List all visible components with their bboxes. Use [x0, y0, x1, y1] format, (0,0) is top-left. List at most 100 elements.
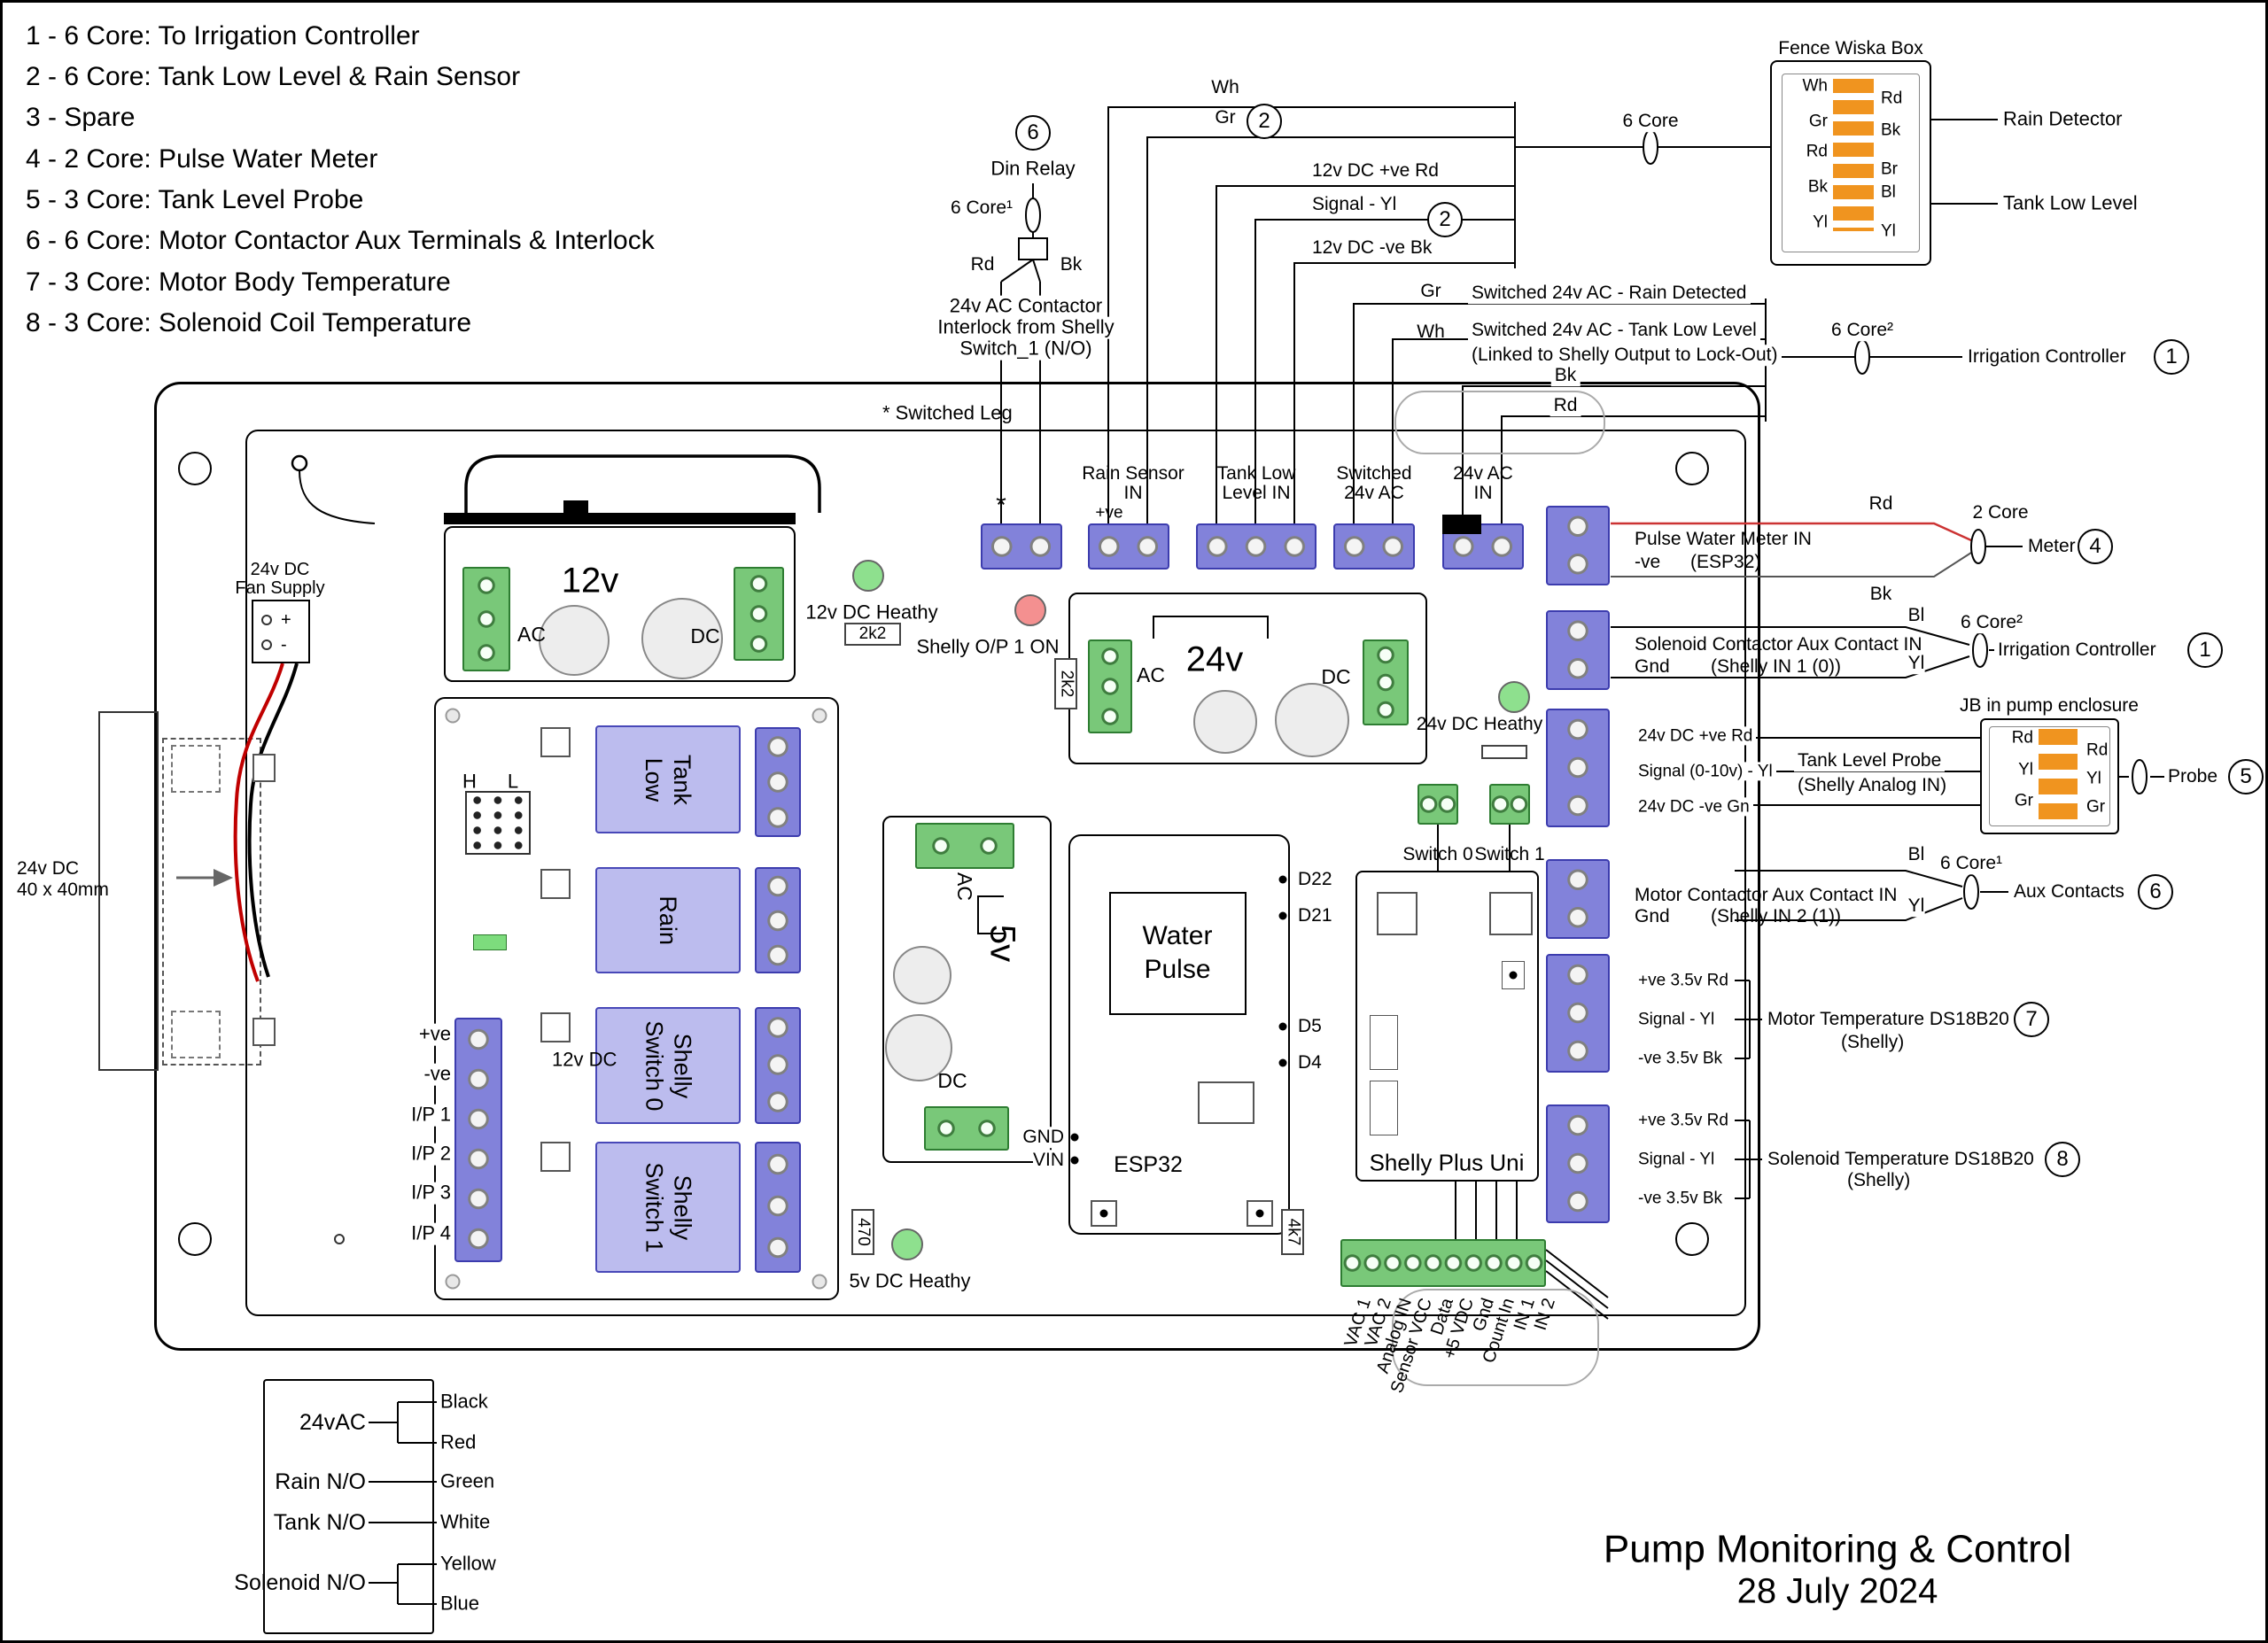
cable-ref-5: 5: [2228, 759, 2264, 794]
relay-label: Switch 0: [640, 1019, 667, 1112]
wire-label: Yl: [2086, 769, 2101, 788]
wire-label-rd: Rd: [1868, 493, 1893, 515]
led-12v-healthy: [852, 560, 884, 592]
mounting-hole: [1675, 452, 1709, 485]
board-screw: [812, 1274, 827, 1290]
cable-ref-1: 1: [2154, 339, 2189, 375]
probe-label: Probe: [2168, 766, 2218, 787]
switch0-label: Switch 0: [1402, 844, 1473, 865]
wire-label-gr: Gr: [1215, 107, 1236, 128]
wire-label: Rd: [1881, 89, 1903, 108]
input-label-ip2: I/P 2: [411, 1142, 451, 1166]
meter-label: Meter: [2028, 536, 2076, 557]
cable-grommet: [1392, 1289, 1599, 1386]
relay-terminals: [755, 867, 801, 973]
esp32-label: ESP32: [1114, 1152, 1183, 1177]
cable-label: 6 Core²: [1827, 320, 1898, 341]
header-h-label: H: [462, 770, 477, 793]
wire-label-bk: Bk: [1869, 584, 1892, 605]
terminal-tank-label: Tank Low: [1216, 463, 1296, 484]
wire-label-12v-neg: 12v DC -ve Bk: [1312, 237, 1433, 259]
pin-header: [465, 791, 531, 855]
wire-label: Bl: [1881, 182, 1896, 202]
input-label-pve: +ve: [418, 1022, 451, 1046]
wire-label-yl: Yl: [1907, 653, 1925, 674]
led-5v-healthy-label: 5v DC Heathy: [849, 1269, 971, 1292]
pulse-meter-label: Pulse Water Meter IN: [1635, 529, 1812, 550]
irrigation-controller-label: Irrigation Controller: [1968, 346, 2126, 368]
wire-label: Gr: [2086, 797, 2106, 817]
wire-label-wh: Wh: [1211, 77, 1239, 98]
relay-pad: [540, 727, 571, 757]
fan-duct: [98, 711, 159, 1071]
legend-line: 1 - 6 Core: To Irrigation Controller: [26, 21, 420, 51]
relay-label: Switch 1: [640, 1161, 667, 1253]
switch1-terminals: [1489, 784, 1530, 825]
legend-rain-no: Rain N/O: [275, 1469, 366, 1494]
relay-label: Shelly: [669, 1174, 696, 1240]
psu5-bracket: [977, 895, 1004, 934]
legend-line: 3 - Spare: [26, 103, 136, 133]
terminal-switched-label: Switched: [1336, 463, 1412, 484]
led-5v-healthy: [891, 1228, 923, 1260]
led-shelly-output: [1014, 594, 1046, 626]
tank-probe-sub: (Shelly Analog IN): [1794, 775, 1951, 796]
psu24-label: 24v: [1185, 639, 1244, 679]
fan-cutout: [171, 1011, 221, 1058]
din-rail: [444, 513, 796, 524]
wire-label: Br: [1881, 159, 1898, 179]
shelly-pad: [1377, 892, 1418, 935]
din-rail-clip: [563, 500, 588, 513]
jb-title: JB in pump enclosure: [1960, 695, 2139, 717]
terminal-tank-probe: [1546, 709, 1610, 827]
io-terminal-strip: [1340, 1239, 1546, 1287]
water-pulse-label: Water: [1142, 921, 1213, 951]
terminal-star-label: *: [996, 491, 1006, 521]
shelly-connector: [1370, 1015, 1398, 1070]
legend-line: 6 - 6 Core: Motor Contactor Aux Terminal…: [26, 226, 655, 256]
wire-label: Yl: [1813, 213, 1828, 232]
esp-pin-d5: D5: [1298, 1016, 1322, 1037]
shelly-label: Shelly Plus Uni: [1369, 1149, 1525, 1176]
drawing-date: 28 July 2024: [1736, 1571, 1938, 1611]
relay-terminals: [755, 1142, 801, 1273]
capacitor: [1193, 690, 1257, 754]
spare-terminal: [334, 1234, 345, 1244]
mounting-hole: [178, 452, 212, 485]
solenoid-temp-wire: -ve 3.5v Bk: [1635, 1189, 1727, 1208]
solenoid-temp-wire: Signal - Yl: [1635, 1150, 1719, 1169]
wire-label-rd: Rd: [1550, 395, 1581, 416]
resistor-value: 2k2: [1057, 670, 1076, 698]
wire-label: Gr: [1808, 112, 1828, 131]
color-red: Red: [440, 1430, 477, 1453]
legend-line: 2 - 6 Core: Tank Low Level & Rain Sensor: [26, 62, 521, 92]
minus-sign: -: [281, 634, 287, 655]
legend-line: 8 - 3 Core: Solenoid Coil Temperature: [26, 308, 472, 338]
relay-input-terminals: [454, 1018, 502, 1262]
board-screw: [445, 708, 461, 724]
relay-terminals: [755, 1007, 801, 1124]
psu24-ac-label: AC: [1137, 663, 1165, 687]
blanked-terminal: [1442, 515, 1481, 534]
jb-connectors: [2039, 729, 2078, 826]
esp-mount-dot: [1099, 1209, 1108, 1218]
psu24-ac-terminals: [1088, 639, 1132, 733]
motor-temp-wire: Signal - Yl: [1635, 1010, 1719, 1029]
esp-pin-vin: VIN: [1032, 1150, 1064, 1171]
wire-label-gr: Gr: [1420, 281, 1441, 302]
legend-line: 4 - 2 Core: Pulse Water Meter: [26, 144, 378, 174]
esp-pin-d4: D4: [1298, 1052, 1322, 1073]
motor-aux-label: Motor Contactor Aux Contact IN: [1635, 885, 1898, 906]
led-24v-healthy: [1498, 681, 1530, 713]
switch1-label: Switch 1: [1474, 844, 1545, 865]
terminal-switched-24vac: [1333, 523, 1415, 570]
esp-pin-d22: D22: [1298, 869, 1332, 890]
esp-pin: [1070, 1156, 1079, 1165]
motor-temp-wire: +ve 3.5v Rd: [1635, 971, 1732, 990]
fan-supply-label: 24v DC: [250, 559, 310, 579]
motor-temp-label: Motor Temperature DS18B20: [1767, 1009, 2009, 1030]
cable-label: 6 Core: [1622, 111, 1679, 132]
